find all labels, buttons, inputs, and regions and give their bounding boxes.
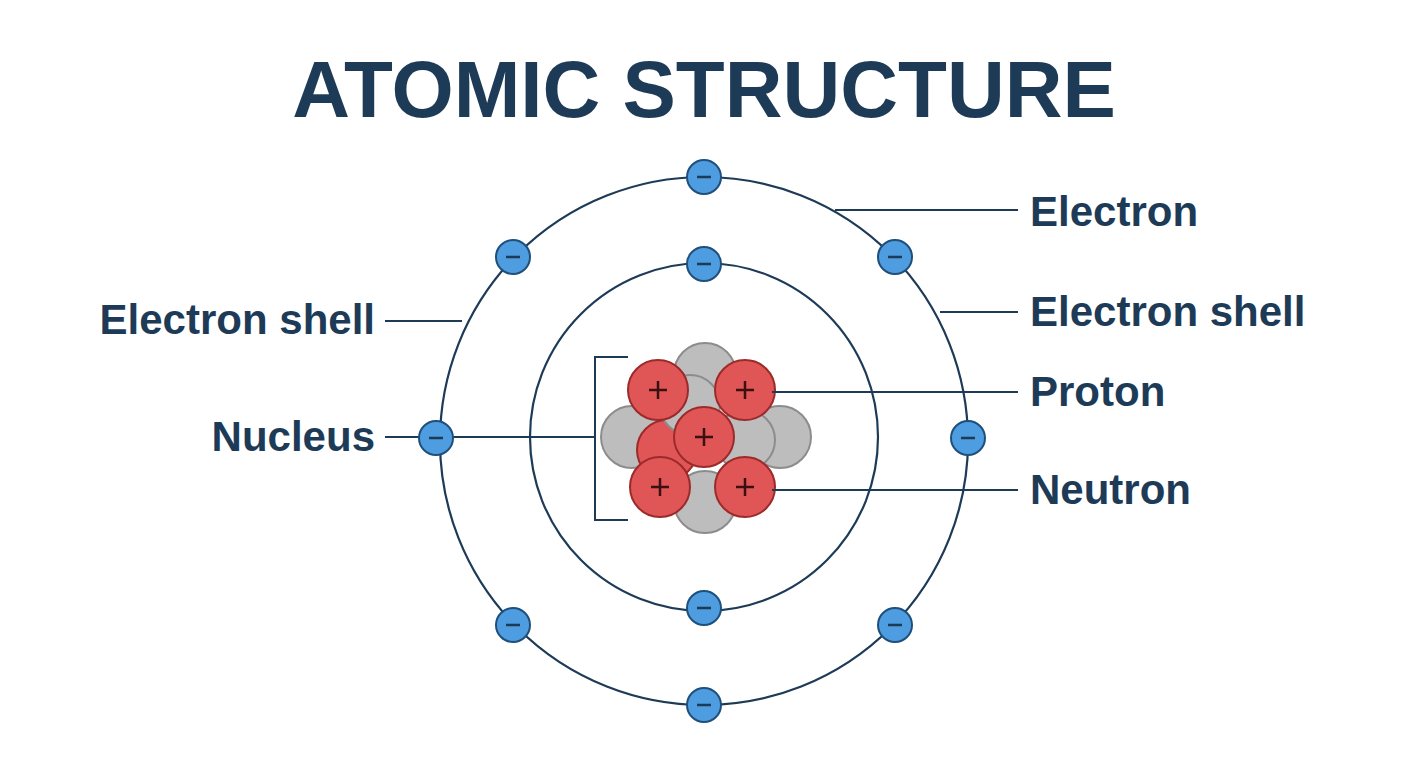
electron-circle — [419, 421, 453, 455]
part-label: Proton — [1030, 367, 1400, 417]
minus-sign — [697, 263, 711, 266]
minus-sign — [506, 624, 520, 627]
proton — [628, 360, 688, 420]
electron — [878, 608, 912, 642]
part-label: Electron shell — [1030, 287, 1400, 337]
part-label: Nucleus — [5, 412, 375, 462]
leader-line — [385, 436, 595, 438]
plus-sign — [651, 478, 669, 496]
proton-circle — [674, 407, 734, 467]
electron-circle — [687, 591, 721, 625]
proton-circle — [715, 457, 775, 517]
electron — [419, 421, 453, 455]
plus-sign — [695, 428, 713, 446]
proton-circle — [628, 360, 688, 420]
diagram-title: ATOMIC STRUCTURE — [0, 40, 1408, 140]
minus-sign — [429, 437, 443, 440]
part-label: Neutron — [1030, 465, 1400, 515]
electron — [687, 591, 721, 625]
outer-shell-ring — [440, 177, 968, 705]
leader-line — [772, 391, 1018, 393]
proton-circle — [715, 360, 775, 420]
electron-circle — [951, 421, 985, 455]
plus-sign — [736, 381, 754, 399]
electron — [878, 240, 912, 274]
electron — [687, 688, 721, 722]
electron — [687, 160, 721, 194]
electron-circle — [687, 247, 721, 281]
electron-circle — [687, 688, 721, 722]
leader-line — [835, 209, 1018, 211]
electron — [496, 608, 530, 642]
proton — [674, 407, 734, 467]
proton — [715, 360, 775, 420]
part-label: Electron — [1030, 187, 1400, 237]
minus-sign — [697, 176, 711, 179]
proton — [630, 457, 690, 517]
proton — [715, 457, 775, 517]
plus-sign — [649, 381, 667, 399]
electron-circle — [878, 608, 912, 642]
leader-line — [385, 320, 462, 322]
electron-circle — [878, 240, 912, 274]
plus-sign — [736, 478, 754, 496]
minus-sign — [506, 256, 520, 259]
electron — [496, 240, 530, 274]
electron-circle — [496, 240, 530, 274]
electron — [951, 421, 985, 455]
part-label: Electron shell — [5, 295, 375, 345]
leader-line — [940, 311, 1018, 313]
minus-sign — [888, 256, 902, 259]
proton-circle — [630, 457, 690, 517]
electron-circle — [496, 608, 530, 642]
electron — [687, 247, 721, 281]
minus-sign — [888, 624, 902, 627]
minus-sign — [697, 704, 711, 707]
minus-sign — [697, 607, 711, 610]
minus-sign — [961, 437, 975, 440]
electron-circle — [687, 160, 721, 194]
leader-line — [772, 489, 1018, 491]
